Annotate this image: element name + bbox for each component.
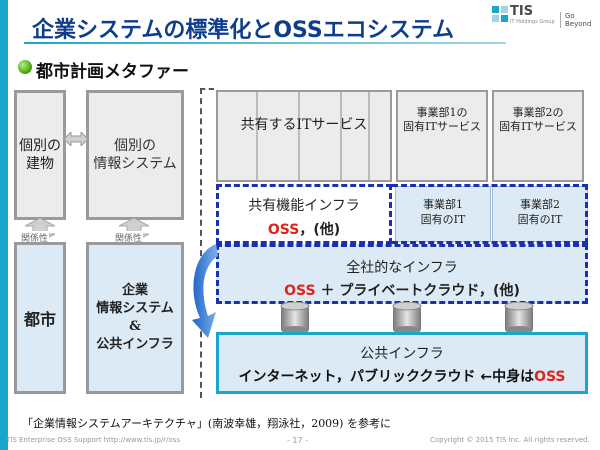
public-infra-label: 公共インフラ xyxy=(360,346,444,362)
division2-services-box: 事業部2の 固有ITサービス xyxy=(492,90,584,182)
public-infra-box: 公共インフラ インターネット，パブリッククラウド ←中身はOSS xyxy=(216,332,588,394)
page-title: 企業システムの標準化とOSSエコシステム xyxy=(32,18,455,43)
city-box: 都市 xyxy=(14,242,66,394)
divider-line xyxy=(200,88,214,90)
connector-cylinder-icon xyxy=(392,302,422,334)
shared-function-infra-box: 共有機能インフラ OSS，(他) xyxy=(216,184,392,244)
building-label: 個別の 建物 xyxy=(19,138,61,172)
division-it-border xyxy=(392,184,588,244)
shared-function-infra-detail: OSS，(他) xyxy=(219,219,389,239)
private-cloud-text: ＋ プライベートクラウド，(他) xyxy=(315,283,520,299)
building-box: 個別の 建物 xyxy=(14,90,66,220)
service-column xyxy=(368,92,370,180)
page-number: - 17 - xyxy=(287,436,309,445)
relation-label: 関係性 xyxy=(20,231,50,244)
service-column xyxy=(298,92,300,180)
oss-highlight: OSS xyxy=(534,369,566,385)
public-infra-detail: インターネット，パブリッククラウド ←中身はOSS xyxy=(219,366,585,386)
division1-services-label: 事業部1の 固有ITサービス xyxy=(403,106,481,133)
division1-it-label: 事業部1 固有のIT xyxy=(420,198,466,226)
divider-line xyxy=(200,88,202,398)
company-infra-detail: OSS ＋ プライベートクラウド，(他) xyxy=(219,280,585,300)
connector-cylinder-icon xyxy=(280,302,310,334)
curved-arrow-icon xyxy=(192,244,218,338)
oss-highlight: OSS xyxy=(284,283,316,299)
logo-subtext: IT Holdings Group xyxy=(510,19,555,25)
section-heading: 都市計画メタファー xyxy=(36,62,189,82)
title-underline xyxy=(24,42,506,44)
info-system-label: 個別の 情報システム xyxy=(93,138,177,172)
bullet-icon xyxy=(18,60,32,74)
service-column xyxy=(256,92,258,180)
shared-function-infra-label: 共有機能インフラ xyxy=(248,198,360,214)
other-text: ，(他) xyxy=(299,222,341,238)
division2-it-box: 事業部2 固有のIT xyxy=(492,186,588,242)
city-label: 都市 xyxy=(23,310,56,329)
division1-services-box: 事業部1の 固有ITサービス xyxy=(396,90,488,182)
relation-label: 関係性 xyxy=(114,231,144,244)
shared-it-services-box: 共有するITサービス xyxy=(216,90,392,182)
shared-it-services-label: 共有するITサービス xyxy=(240,117,368,133)
footer-link[interactable]: TIS Enterprise OSS Support http://www.ti… xyxy=(6,436,181,444)
logo-tagline: Go Beyond xyxy=(560,12,594,28)
oss-highlight: OSS xyxy=(267,222,300,238)
division2-it-label: 事業部2 固有のIT xyxy=(517,198,563,226)
copyright: Copyright © 2015 TIS Inc. All rights res… xyxy=(430,436,590,444)
tis-logo-icon xyxy=(492,6,508,22)
double-arrow-icon xyxy=(64,132,88,146)
info-system-box: 個別の 情報システム xyxy=(86,90,184,220)
public-cloud-text: インターネット，パブリッククラウド ←中身は xyxy=(238,369,535,385)
reference-note: 「企業情報システムアーキテクチャ」(南波幸雄，翔泳社，2009) を参考に xyxy=(22,417,391,430)
logo-name: TIS xyxy=(510,4,534,19)
corp-system-label: 企業 情報システム & 公共インフラ xyxy=(96,283,174,352)
corp-system-box: 企業 情報システム & 公共インフラ xyxy=(86,242,184,394)
service-column xyxy=(340,92,342,180)
accent-bar xyxy=(0,0,8,450)
connector-cylinder-icon xyxy=(504,302,534,334)
division2-services-label: 事業部2の 固有ITサービス xyxy=(499,106,577,133)
company-infra-label: 全社的なインフラ xyxy=(346,260,458,276)
company-logo: TIS IT Holdings Group Go Beyond xyxy=(490,4,594,32)
company-infra-box: 全社的なインフラ OSS ＋ プライベートクラウド，(他) xyxy=(216,244,588,304)
